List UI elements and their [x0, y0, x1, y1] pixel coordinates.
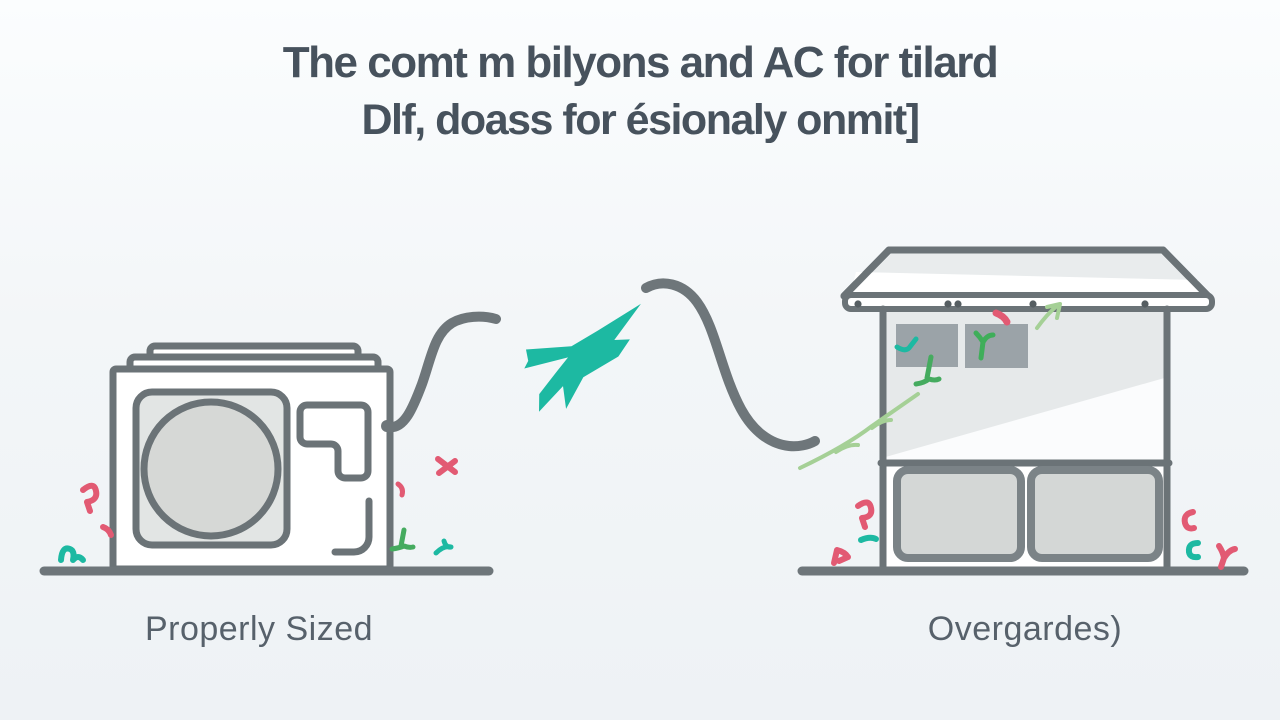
- teal-check-window: [894, 336, 919, 353]
- teal-dash: [858, 534, 879, 543]
- lower-panel-right: [1027, 466, 1163, 562]
- green-sprout-wall: [913, 354, 942, 387]
- title-block: The comt m bilyons and AC for tilard Dlf…: [0, 34, 1280, 149]
- ac-vent-detail: [296, 401, 372, 482]
- airplane-icon: [524, 303, 641, 412]
- confetti-left: [58, 456, 458, 563]
- roof-fascia: [842, 292, 1215, 312]
- confetti-right: [798, 302, 1238, 570]
- title-line-2: Dlf, doass for ésionaly onmit]: [361, 96, 920, 145]
- lower-panel-left: [893, 466, 1025, 562]
- teal-squiggle-m: [58, 545, 86, 563]
- window-left: [896, 324, 958, 367]
- pink-arc: [395, 481, 405, 498]
- right-caption: Overgardes): [927, 610, 1123, 648]
- teal-c-mark: [1185, 540, 1201, 561]
- cable-squiggle-right: [641, 278, 820, 452]
- building-illustration: [840, 246, 1215, 572]
- pink-x-mark: [435, 456, 458, 476]
- teal-sprout: [433, 538, 454, 556]
- left-caption: Properly Sized: [144, 610, 374, 648]
- green-sprout: [389, 527, 416, 552]
- pink-dash: [100, 524, 114, 538]
- fan-icon: [140, 398, 282, 540]
- green-y-window: [973, 330, 996, 361]
- window-right: [965, 324, 1028, 368]
- wall-highlight-wedge: [882, 377, 1168, 464]
- vine-light-green: [798, 392, 920, 470]
- red-dash-roof: [992, 309, 1011, 326]
- cable-squiggle-left: [383, 311, 501, 433]
- title-line-1: The comt m bilyons and AC for tilard: [282, 38, 999, 87]
- fascia-rivets: [854, 300, 1149, 308]
- red-squiggle-2: [855, 499, 875, 530]
- red-c-mark: [1181, 509, 1197, 532]
- roof-highlight-band: [851, 272, 1203, 293]
- ac-unit-illustration: [109, 342, 394, 573]
- pink-squiggle-2: [80, 482, 100, 514]
- red-flag: [831, 547, 851, 566]
- ac-pipe-detail: [331, 497, 373, 556]
- green-arrow: [1035, 302, 1062, 330]
- red-y-mark: [1216, 543, 1238, 570]
